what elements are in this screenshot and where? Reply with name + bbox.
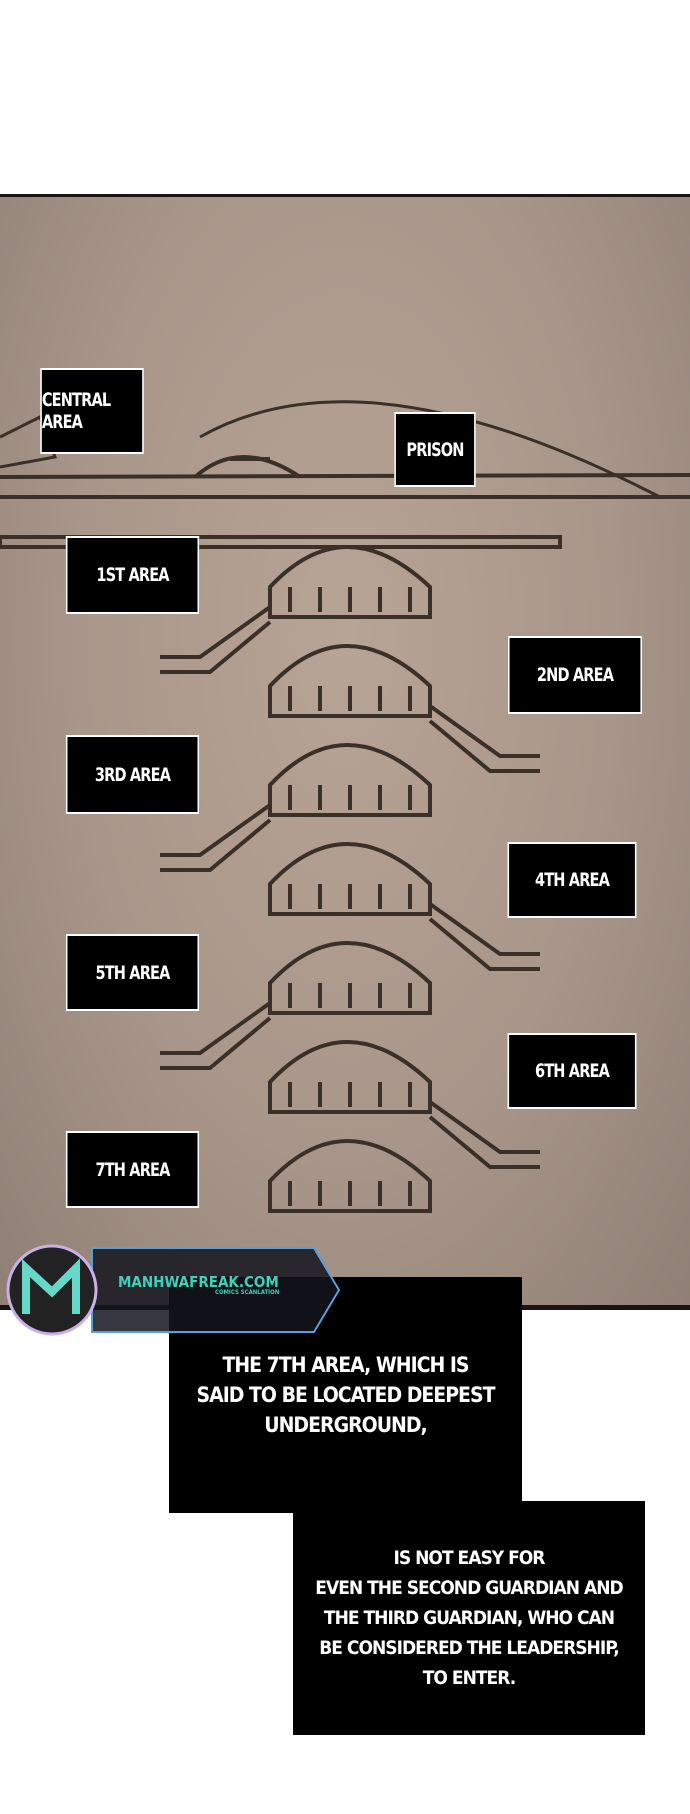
label-prison: PRISON	[394, 412, 476, 487]
floor-dome	[268, 842, 432, 916]
floor-dome	[268, 743, 432, 817]
ramp	[160, 1001, 272, 1070]
ramp	[160, 803, 272, 872]
floor-dome	[268, 1139, 432, 1213]
floor-dome	[268, 1040, 432, 1114]
label-5th-area: 5TH AREA	[65, 934, 200, 1011]
label-4th-area: 4TH AREA	[507, 842, 637, 918]
label-2nd-area: 2ND AREA	[507, 636, 643, 714]
ramp	[160, 605, 272, 674]
watermark-logo	[6, 1244, 341, 1336]
label-6th-area: 6TH AREA	[507, 1033, 637, 1109]
floor-dome	[268, 545, 432, 619]
label-7th-area: 7TH AREA	[65, 1131, 200, 1208]
watermark-subtitle: COMICS SCANLATION	[215, 1289, 280, 1296]
floor-dome	[268, 644, 432, 718]
watermark-site: MANHWAFREAK.COM	[118, 1273, 279, 1291]
label-central-area: CENTRAL AREA	[40, 368, 144, 454]
ramp	[428, 704, 540, 773]
label-1st-area: 1ST AREA	[65, 536, 200, 614]
caption-box-2: IS NOT EASY FOR EVEN THE SECOND GUARDIAN…	[293, 1501, 645, 1735]
underground-map-drawing	[0, 400, 690, 1213]
label-3rd-area: 3RD AREA	[65, 735, 200, 814]
ramp	[428, 1100, 540, 1169]
ramp	[428, 902, 540, 971]
floor-dome	[268, 941, 432, 1015]
